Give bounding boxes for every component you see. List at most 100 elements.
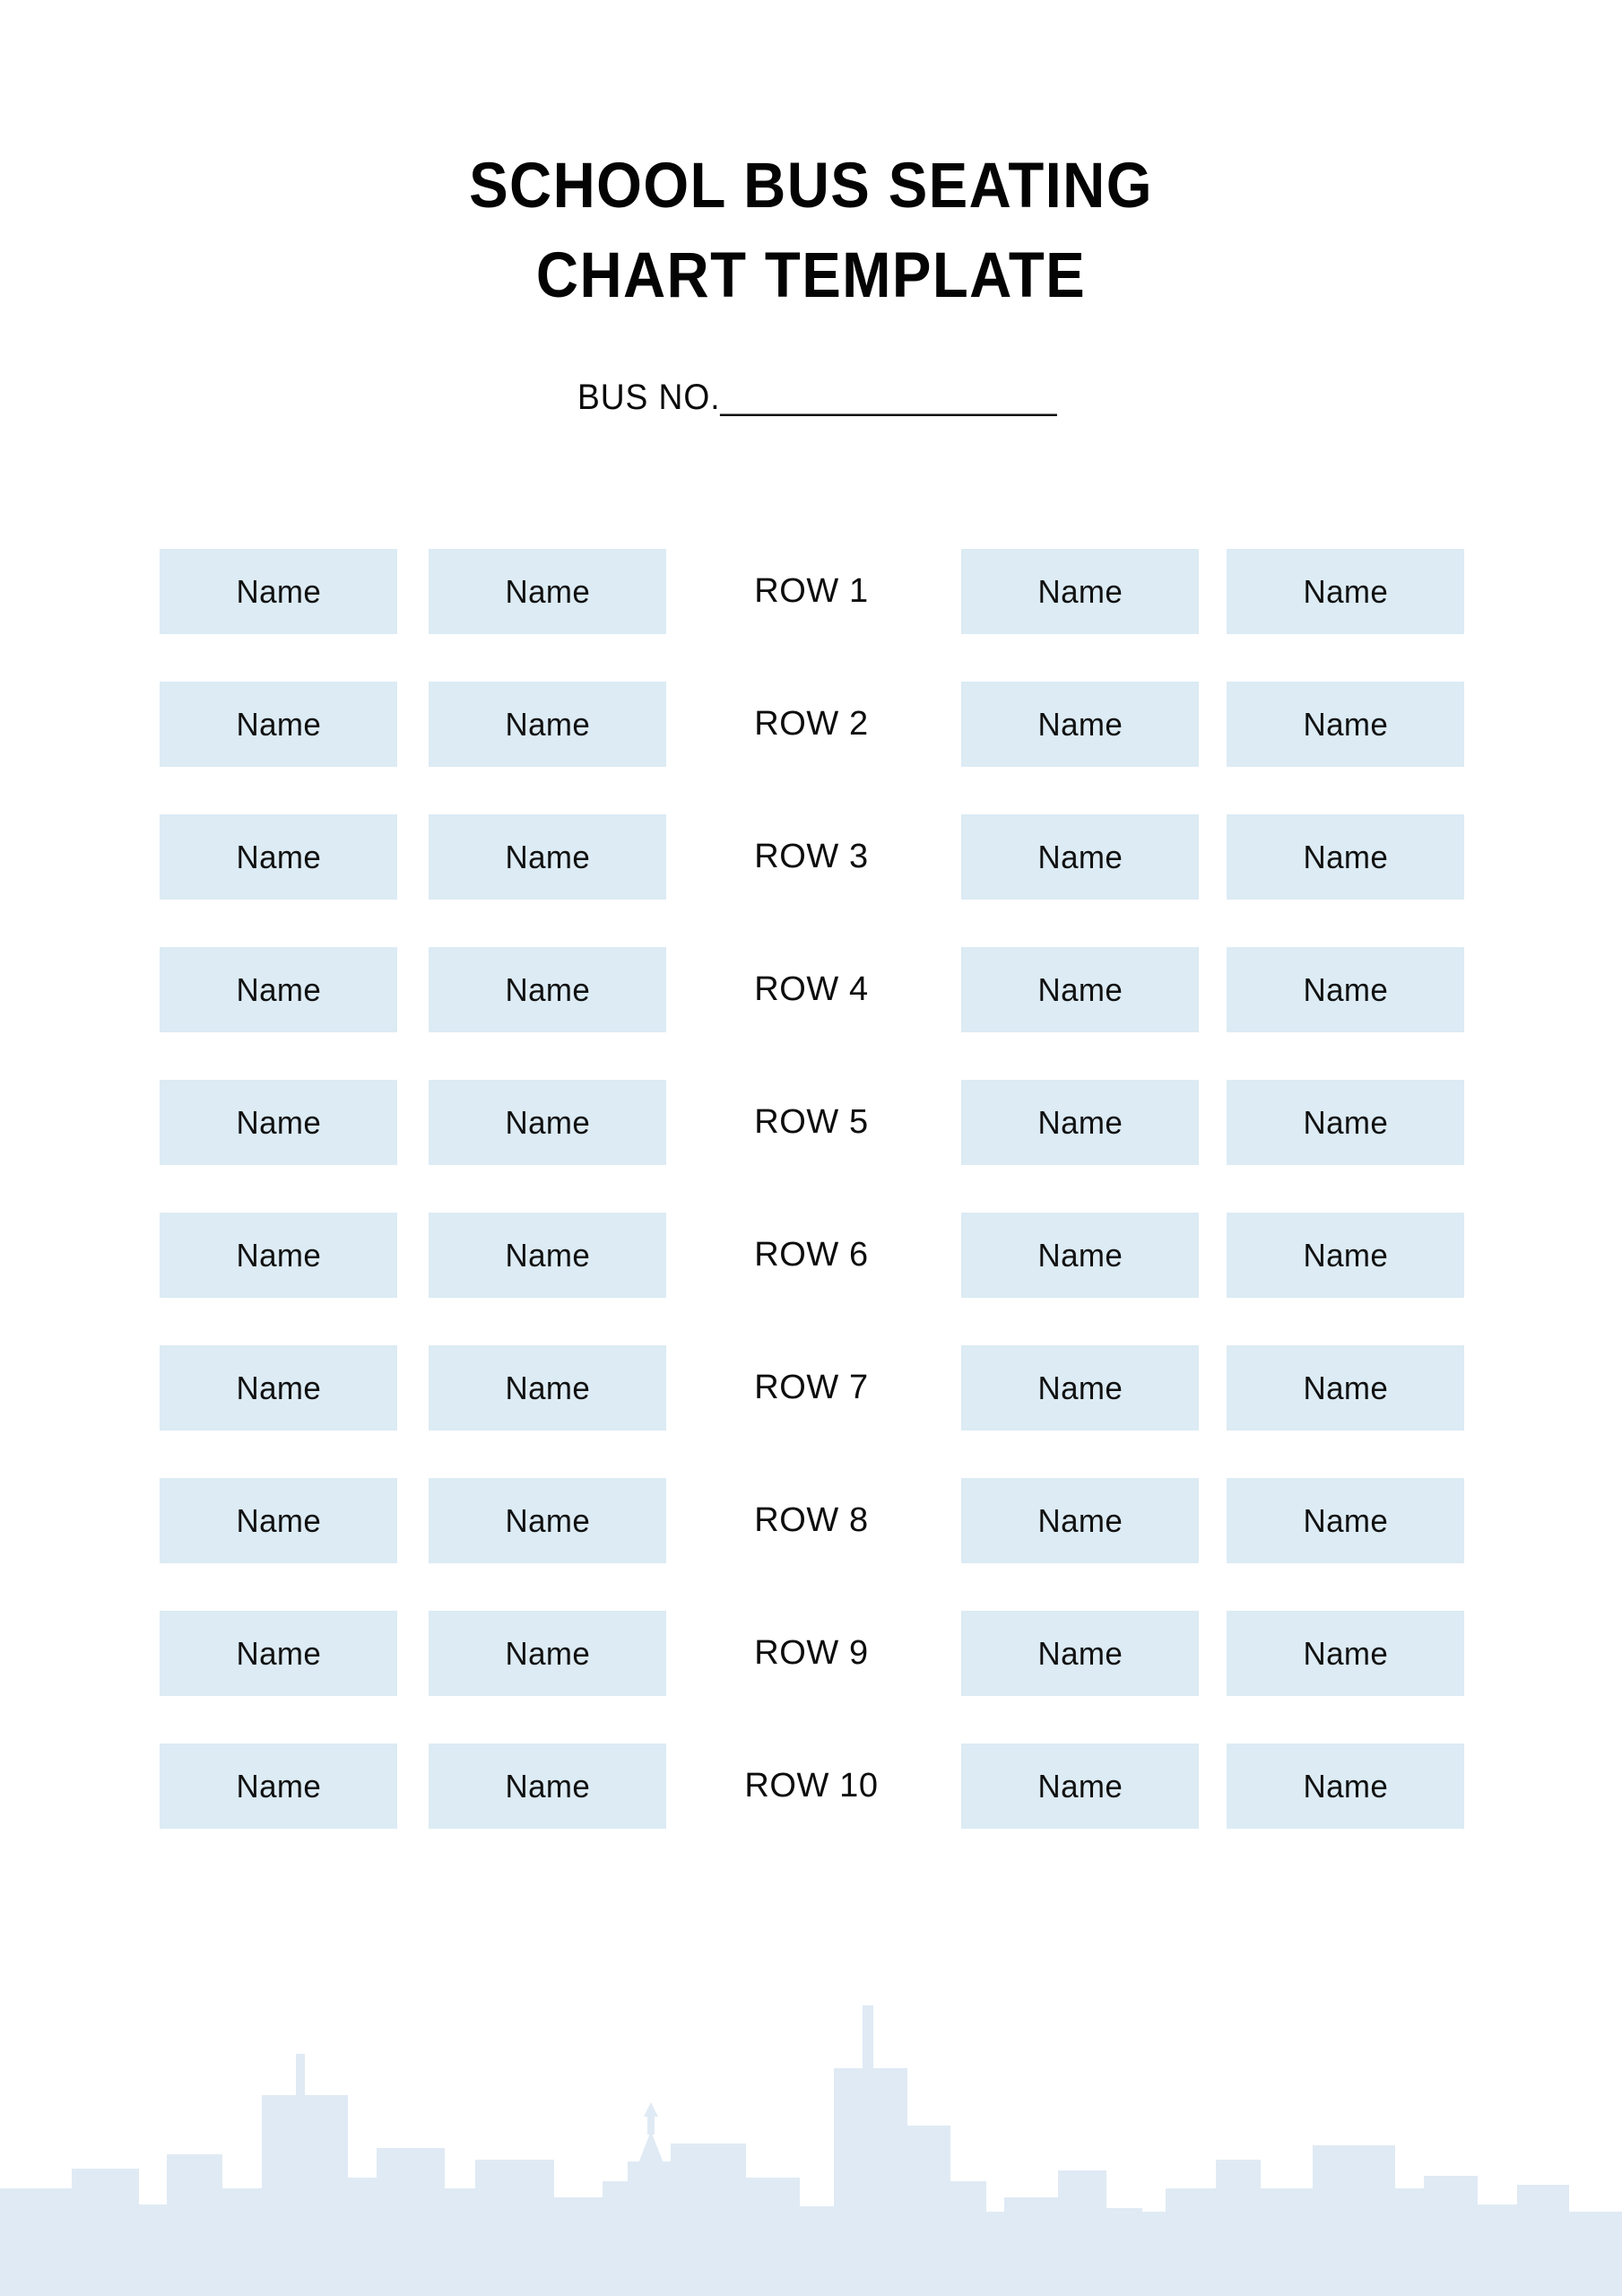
seat-row: Name Name Name Name ROW 9 (0, 1611, 1622, 1744)
seat-name-placeholder: Name (236, 705, 321, 743)
seat-name-placeholder: Name (1303, 1501, 1388, 1539)
row-label-3: ROW 3 (754, 838, 869, 875)
row-label-2: ROW 2 (754, 705, 869, 743)
seat-name-placeholder: Name (505, 1501, 590, 1539)
seat-name-placeholder: Name (236, 1236, 321, 1274)
seat-name-placeholder: Name (236, 1501, 321, 1539)
row-label-5: ROW 5 (754, 1103, 869, 1141)
seat-name-placeholder: Name (505, 705, 590, 743)
seat-row-2-left-1[interactable]: Name (160, 682, 397, 767)
seat-row-6-right-1[interactable]: Name (961, 1213, 1199, 1298)
city-skyline-illustration (0, 2005, 1622, 2296)
seat-row: Name Name Name Name ROW 6 (0, 1213, 1622, 1345)
seat-row-8-right-1[interactable]: Name (961, 1478, 1199, 1563)
seat-name-placeholder: Name (505, 970, 590, 1008)
seat-row-1-left-1[interactable]: Name (160, 549, 397, 634)
seat-name-placeholder: Name (505, 1236, 590, 1274)
seat-name-placeholder: Name (1037, 1501, 1123, 1539)
seat-row-7-right-2[interactable]: Name (1227, 1345, 1464, 1431)
seat-name-placeholder: Name (1037, 572, 1123, 610)
row-label-9: ROW 9 (754, 1634, 869, 1672)
seat-row-6-left-2[interactable]: Name (429, 1213, 666, 1298)
seat-name-placeholder: Name (1037, 705, 1123, 743)
bus-number-label: BUS NO. (577, 378, 721, 418)
seat-name-placeholder: Name (1037, 1103, 1123, 1141)
seat-row-6-right-2[interactable]: Name (1227, 1213, 1464, 1298)
seat-row-4-left-2[interactable]: Name (429, 947, 666, 1032)
seat-row-3-left-2[interactable]: Name (429, 814, 666, 900)
seat-row-1-right-1[interactable]: Name (961, 549, 1199, 634)
seat-row-1-left-2[interactable]: Name (429, 549, 666, 634)
seat-row-8-left-2[interactable]: Name (429, 1478, 666, 1563)
bus-number-field[interactable]: BUS NO. __________________ (0, 378, 1622, 418)
seat-row-9-left-1[interactable]: Name (160, 1611, 397, 1696)
seat-row-5-left-2[interactable]: Name (429, 1080, 666, 1165)
row-label-4: ROW 4 (754, 970, 869, 1008)
page-title-line-1: SCHOOL BUS SEATING (469, 151, 1153, 222)
seat-row-3-left-1[interactable]: Name (160, 814, 397, 900)
row-label-6: ROW 6 (754, 1236, 869, 1274)
seat-row-9-right-1[interactable]: Name (961, 1611, 1199, 1696)
seat-name-placeholder: Name (505, 1103, 590, 1141)
seat-row-2-right-1[interactable]: Name (961, 682, 1199, 767)
seat-row-10-right-1[interactable]: Name (961, 1744, 1199, 1829)
seat-row: Name Name Name Name ROW 2 (0, 682, 1622, 814)
seat-name-placeholder: Name (1037, 1767, 1123, 1805)
seat-name-placeholder: Name (1037, 1236, 1123, 1274)
seat-row-2-left-2[interactable]: Name (429, 682, 666, 767)
seat-row-8-left-1[interactable]: Name (160, 1478, 397, 1563)
seat-row-9-right-2[interactable]: Name (1227, 1611, 1464, 1696)
seat-name-placeholder: Name (1303, 705, 1388, 743)
seat-row-7-left-2[interactable]: Name (429, 1345, 666, 1431)
seat-row-7-right-1[interactable]: Name (961, 1345, 1199, 1431)
seat-name-placeholder: Name (1037, 970, 1123, 1008)
seat-name-placeholder: Name (236, 572, 321, 610)
seat-row-10-right-2[interactable]: Name (1227, 1744, 1464, 1829)
seat-row-1-right-2[interactable]: Name (1227, 549, 1464, 634)
seat-row-4-left-1[interactable]: Name (160, 947, 397, 1032)
seat-row: Name Name Name Name ROW 10 (0, 1744, 1622, 1876)
seat-row-4-right-2[interactable]: Name (1227, 947, 1464, 1032)
seat-row-9-left-2[interactable]: Name (429, 1611, 666, 1696)
seat-row-3-right-2[interactable]: Name (1227, 814, 1464, 900)
seat-row-5-right-2[interactable]: Name (1227, 1080, 1464, 1165)
page-header: SCHOOL BUS SEATING CHART TEMPLATE BUS NO… (0, 0, 1622, 418)
seat-row-5-right-1[interactable]: Name (961, 1080, 1199, 1165)
seat-row-8-right-2[interactable]: Name (1227, 1478, 1464, 1563)
seat-name-placeholder: Name (236, 1767, 321, 1805)
seat-row-7-left-1[interactable]: Name (160, 1345, 397, 1431)
seat-name-placeholder: Name (505, 572, 590, 610)
bus-number-blank[interactable]: __________________ (720, 378, 1057, 418)
seat-row-6-left-1[interactable]: Name (160, 1213, 397, 1298)
page-footer: STOP (0, 1919, 1622, 2296)
seat-name-placeholder: Name (505, 1369, 590, 1406)
seat-row-3-right-1[interactable]: Name (961, 814, 1199, 900)
seat-name-placeholder: Name (236, 970, 321, 1008)
seat-row-5-left-1[interactable]: Name (160, 1080, 397, 1165)
seat-name-placeholder: Name (1037, 838, 1123, 875)
seat-row-10-left-2[interactable]: Name (429, 1744, 666, 1829)
seat-name-placeholder: Name (1303, 1236, 1388, 1274)
seat-row: Name Name Name Name ROW 8 (0, 1478, 1622, 1611)
page-title-line-2: CHART TEMPLATE (535, 239, 1087, 311)
seat-row: Name Name Name Name ROW 4 (0, 947, 1622, 1080)
row-label-1: ROW 1 (754, 572, 869, 610)
seat-name-placeholder: Name (505, 1634, 590, 1672)
seat-name-placeholder: Name (1303, 838, 1388, 875)
seat-name-placeholder: Name (1303, 1634, 1388, 1672)
seat-row: Name Name Name Name ROW 1 (0, 549, 1622, 682)
seat-row: Name Name Name Name ROW 3 (0, 814, 1622, 947)
row-label-8: ROW 8 (754, 1501, 869, 1539)
seat-row-2-right-2[interactable]: Name (1227, 682, 1464, 767)
seat-row: Name Name Name Name ROW 5 (0, 1080, 1622, 1213)
seat-row-4-right-1[interactable]: Name (961, 947, 1199, 1032)
seat-name-placeholder: Name (236, 1103, 321, 1141)
seat-name-placeholder: Name (1303, 1767, 1388, 1805)
seat-name-placeholder: Name (236, 1369, 321, 1406)
seat-name-placeholder: Name (1303, 1103, 1388, 1141)
seat-row-10-left-1[interactable]: Name (160, 1744, 397, 1829)
row-label-10: ROW 10 (744, 1767, 879, 1805)
